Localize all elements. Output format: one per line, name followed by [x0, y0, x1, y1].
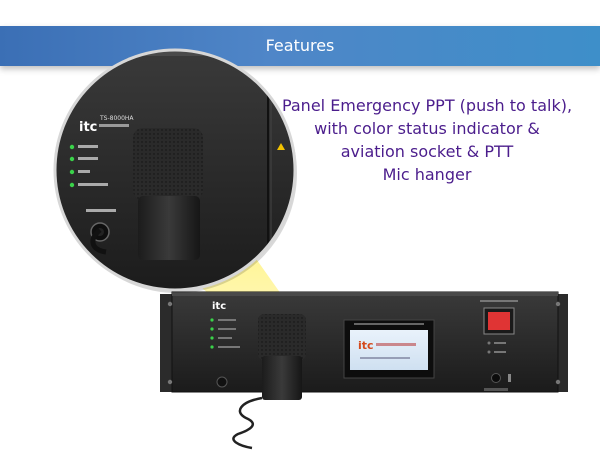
device-bottom-slot: [484, 388, 508, 391]
rack-device: itc itc: [160, 291, 568, 393]
feature-line-4: Mic hanger: [382, 165, 472, 184]
zoom-model-text: TS-8000HA: [99, 115, 134, 122]
zoom-status-leds: [69, 144, 108, 188]
features-banner: Features: [0, 26, 600, 66]
zoom-circle-border: [53, 48, 297, 292]
feature-description: Panel Emergency PPT (push to talk), with…: [262, 94, 592, 186]
device-display: [350, 330, 428, 370]
warning-triangle-icon: [277, 143, 285, 150]
zoom-brand-logo: itc: [79, 120, 97, 135]
display-logo: itc: [358, 339, 374, 352]
feature-line-3: aviation socket & PTT: [340, 142, 514, 161]
emergency-button: [488, 312, 510, 330]
zoom-mic-cable: [90, 228, 107, 255]
device-top-edge: [172, 292, 558, 296]
zoom-inset: itc TS-8000HA: [53, 48, 297, 293]
zoom-microphone: [90, 128, 203, 260]
feature-line-2: with color status indicator &: [314, 119, 540, 138]
banner-title: Features: [265, 36, 335, 55]
device-aviation-socket: [216, 376, 228, 388]
device-brand-logo: itc: [212, 301, 226, 312]
device-right-indicators: [487, 341, 511, 383]
device-status-leds: [210, 318, 240, 349]
device-microphone: [232, 314, 306, 450]
feature-line-1: Panel Emergency PPT (push to talk),: [281, 96, 573, 115]
device-mic-cable: [232, 396, 263, 450]
